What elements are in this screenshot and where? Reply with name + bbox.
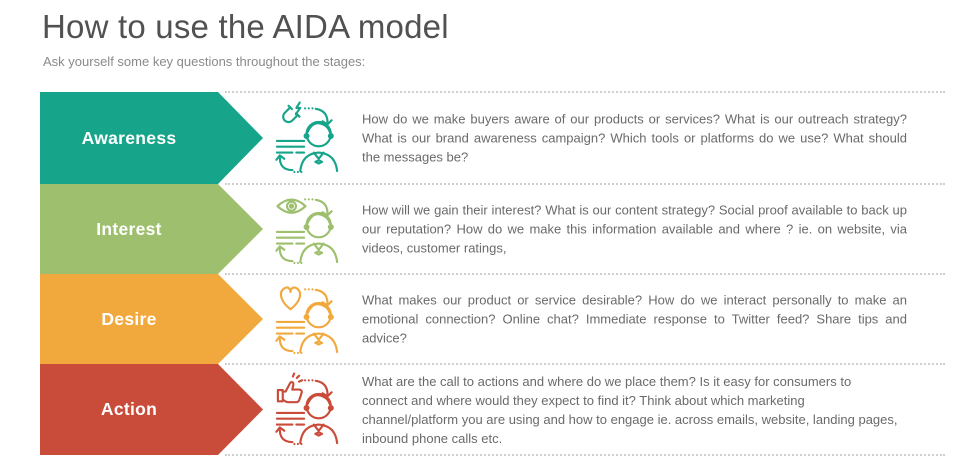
stage-label: Action <box>100 399 158 419</box>
page-subtitle: Ask yourself some key questions througho… <box>43 54 366 69</box>
cycle-arrows-icon <box>275 379 333 443</box>
action-arrow-banner: Action <box>40 364 263 455</box>
stage-row-awareness: Awareness <box>0 91 960 184</box>
stage-description: What makes our product or service desira… <box>362 292 907 346</box>
aida-stages: Awareness <box>0 91 960 456</box>
thumbs-up-person-icon <box>274 372 342 448</box>
magnet-attract-person-icon <box>274 100 342 176</box>
dotted-divider <box>225 273 945 275</box>
dotted-divider <box>225 183 945 185</box>
awareness-arrow-banner: Awareness <box>40 92 263 184</box>
heart-icon <box>279 286 302 311</box>
text-lines-icon <box>275 230 306 245</box>
stage-label: Interest <box>96 218 162 239</box>
text-lines-icon <box>275 411 306 426</box>
dotted-divider <box>225 91 945 93</box>
stage-row-action: Action <box>0 363 960 455</box>
stage-row-interest: Interest <box>0 183 960 274</box>
magnet-icon <box>282 101 302 124</box>
dotted-divider <box>225 363 945 365</box>
person-figure-icon <box>299 211 339 264</box>
stage-label: Desire <box>101 308 157 329</box>
person-figure-icon <box>299 301 339 354</box>
stage-description: What are the call to actions and where d… <box>362 373 898 446</box>
cycle-arrows-icon <box>275 288 333 353</box>
stage-description: How will we gain their interest? What is… <box>362 202 907 256</box>
dotted-divider <box>225 454 945 456</box>
stage-label: Awareness <box>81 127 177 148</box>
person-figure-icon <box>299 392 339 444</box>
person-figure-icon <box>299 120 339 173</box>
desire-arrow-banner: Desire <box>40 274 263 364</box>
text-lines-icon <box>275 320 306 335</box>
heart-person-icon <box>274 281 342 357</box>
eye-view-person-icon <box>274 191 342 267</box>
thumbs-up-icon <box>276 372 304 403</box>
interest-arrow-banner: Interest <box>40 184 263 274</box>
text-lines-icon <box>275 139 306 154</box>
cycle-arrows-icon <box>275 198 333 263</box>
cycle-arrows-icon <box>275 107 333 172</box>
stage-description: How do we make buyers aware of our produ… <box>362 111 907 165</box>
stage-row-desire: Desire <box>0 273 960 364</box>
eye-icon <box>276 198 307 214</box>
page-title: How to use the AIDA model <box>42 8 449 45</box>
